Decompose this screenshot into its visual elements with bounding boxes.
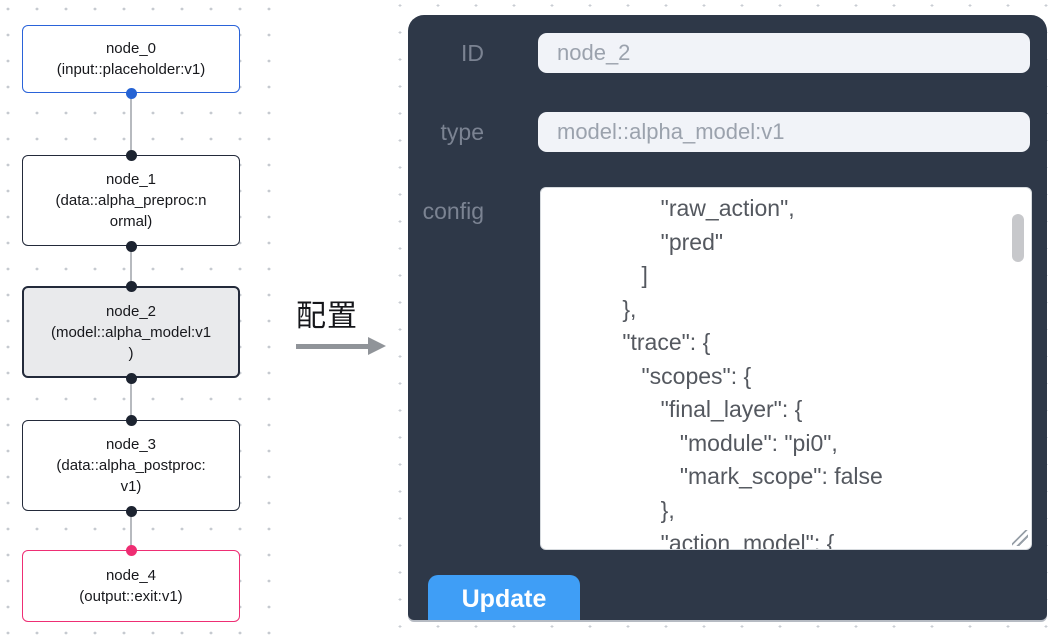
node4-input-handle[interactable] [125, 544, 137, 556]
edge-node1-node2 [130, 246, 132, 286]
node-label: node_3 (data::alpha_postproc: v1) [56, 436, 206, 495]
node2-output-handle[interactable] [125, 372, 137, 384]
node3-input-handle[interactable] [125, 414, 137, 426]
edge-node3-node4 [130, 511, 132, 550]
config-json-text: "raw_action", "pred" ] }, "trace": { "sc… [622, 195, 883, 550]
node1-output-handle[interactable] [125, 240, 137, 252]
id-input-value: node_2 [557, 40, 631, 65]
node-label: node_2 (model::alpha_model:v1 ) [50, 302, 212, 362]
type-field-label: type [440, 119, 484, 145]
configure-annotation: 配置 [296, 300, 358, 333]
edge-node0-node1 [130, 93, 132, 155]
flow-canvas[interactable]: node_0 (input::placeholder:v1) node_1 (d… [0, 0, 282, 643]
config-textarea[interactable]: "raw_action", "pred" ] }, "trace": { "sc… [540, 187, 1032, 550]
flow-node-node_2-selected[interactable]: node_2 (model::alpha_model:v1 ) [22, 286, 240, 378]
node3-output-handle[interactable] [125, 505, 137, 517]
type-input[interactable]: model::alpha_model:v1 [538, 112, 1030, 152]
node-label: node_0 (input::placeholder:v1) [56, 40, 206, 78]
flow-node-node_4[interactable]: node_4 (output::exit:v1) [22, 550, 240, 622]
type-input-value: model::alpha_model:v1 [557, 119, 785, 144]
edge-node2-node3 [130, 378, 132, 420]
config-scrollbar-thumb[interactable] [1012, 214, 1024, 262]
node-label: node_4 (output::exit:v1) [79, 567, 183, 605]
flow-node-node_3[interactable]: node_3 (data::alpha_postproc: v1) [22, 420, 240, 511]
update-button-label: Update [461, 585, 547, 613]
node-label: node_1 (data::alpha_preproc:n ormal) [55, 171, 207, 230]
node1-input-handle[interactable] [125, 149, 137, 161]
textarea-resize-grip-icon[interactable] [1012, 530, 1028, 546]
flow-node-node_1[interactable]: node_1 (data::alpha_preproc:n ormal) [22, 155, 240, 246]
node-config-panel: ID node_2 type model::alpha_model:v1 con… [408, 15, 1047, 620]
right-arrow-head-icon [368, 337, 386, 355]
id-field-label: ID [461, 40, 484, 66]
config-field-label: config [422, 198, 484, 224]
id-input[interactable]: node_2 [538, 33, 1030, 73]
node0-output-handle[interactable] [125, 87, 137, 99]
right-arrow-icon [296, 344, 370, 349]
update-button[interactable]: Update [428, 575, 580, 620]
flow-node-node_0[interactable]: node_0 (input::placeholder:v1) [22, 25, 240, 93]
node2-input-handle[interactable] [125, 280, 137, 292]
